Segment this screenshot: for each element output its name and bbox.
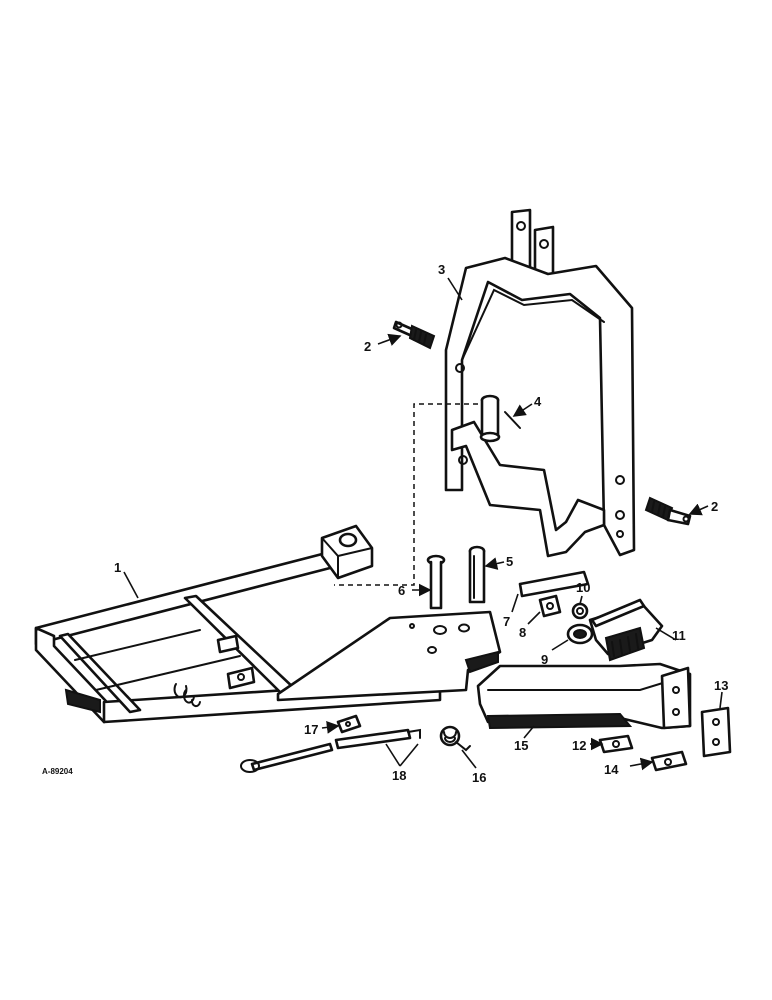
alignment-dashed-line — [334, 403, 478, 586]
callout-6: 6 — [398, 583, 405, 598]
callout-8: 8 — [519, 625, 526, 640]
rod-18 — [240, 728, 421, 773]
leader-lines — [123, 277, 723, 771]
callout-1: 1 — [114, 560, 121, 575]
callout-labels: 1 2 2 3 4 5 6 7 8 9 10 11 12 13 14 15 16… — [42, 262, 728, 785]
hitch-frame — [444, 208, 636, 558]
frame-pin — [479, 394, 521, 443]
callout-7: 7 — [503, 614, 510, 629]
callout-2-lower: 2 — [711, 499, 718, 514]
plate-13 — [700, 706, 732, 758]
callout-9: 9 — [541, 652, 548, 667]
clip-17 — [336, 714, 362, 734]
pin-5 — [468, 545, 486, 604]
callout-2-upper: 2 — [364, 339, 371, 354]
stud-upper — [392, 320, 436, 350]
callout-16: 16 — [472, 770, 486, 785]
callout-4: 4 — [534, 394, 542, 409]
bracket-8 — [538, 594, 562, 618]
hitch-plate — [276, 610, 502, 702]
drawing-reference-code: A-89204 — [42, 767, 73, 776]
callout-10: 10 — [576, 580, 590, 595]
stud-lower — [644, 496, 692, 526]
callout-14: 14 — [604, 762, 619, 777]
spring-16 — [439, 725, 471, 752]
washer-10 — [571, 602, 589, 620]
pin-6 — [426, 554, 446, 610]
callout-13: 13 — [714, 678, 728, 693]
callout-5: 5 — [506, 554, 513, 569]
bracket-14 — [650, 750, 688, 772]
callout-3: 3 — [438, 262, 445, 277]
clamp-11 — [588, 598, 664, 662]
spring-strap — [518, 570, 590, 598]
roller-9 — [566, 623, 594, 645]
plate-12 — [598, 734, 634, 754]
callout-11: 11 — [672, 628, 686, 643]
callout-17: 17 — [304, 722, 318, 737]
sector-bar — [476, 662, 692, 730]
callout-12: 12 — [572, 738, 586, 753]
callout-15: 15 — [514, 738, 528, 753]
callout-18: 18 — [392, 768, 406, 783]
